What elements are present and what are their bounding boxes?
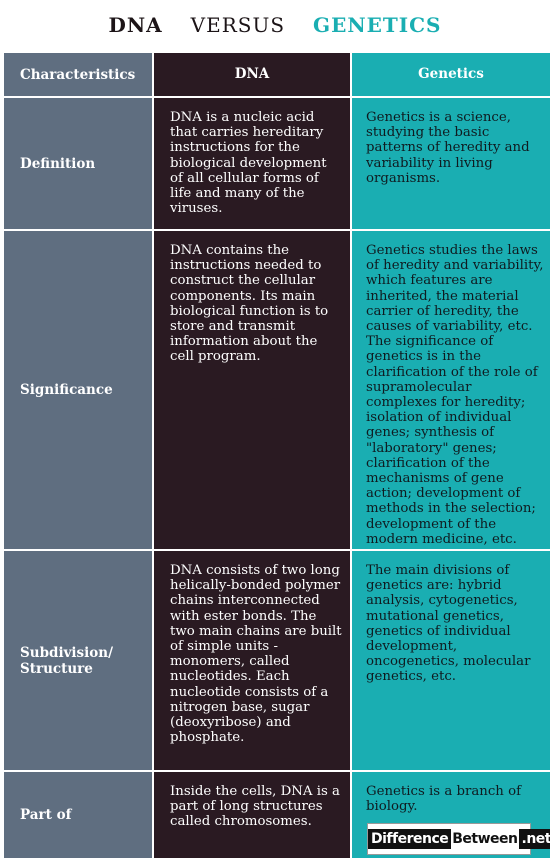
title-dna: DNA (108, 13, 163, 37)
genetics-cell: The main divisions of genetics are: hybr… (352, 551, 550, 772)
dna-cell: DNA consists of two long helically-bonde… (154, 551, 352, 772)
row-label: Significance (4, 231, 154, 551)
header-genetics: Genetics (352, 53, 550, 98)
table-row-definition: Definition DNA is a nucleic acid that ca… (4, 98, 550, 231)
logo-part-net: .net (518, 829, 550, 849)
dna-cell: DNA is a nucleic acid that carries hered… (154, 98, 352, 231)
genetics-cell: Genetics studies the laws of heredity an… (352, 231, 550, 551)
page-title: DNA VERSUS GENETICS (0, 0, 550, 50)
row-label: Subdivision/ Structure (4, 551, 154, 772)
dna-cell: Inside the cells, DNA is a part of long … (154, 772, 352, 860)
table-header-row: Characteristics DNA Genetics (4, 53, 550, 98)
row-label: Part of (4, 772, 154, 860)
comparison-table: Characteristics DNA Genetics Definition … (4, 53, 550, 860)
table-row-structure: Subdivision/ Structure DNA consists of t… (4, 551, 550, 772)
title-versus: VERSUS (190, 13, 286, 37)
row-label: Definition (4, 98, 154, 231)
header-dna: DNA (154, 53, 352, 98)
title-genetics: GENETICS (313, 13, 442, 37)
genetics-cell: Genetics is a science, studying the basi… (352, 98, 550, 231)
table-row-significance: Significance DNA contains the instructio… (4, 231, 550, 551)
dna-cell: DNA contains the instructions needed to … (154, 231, 352, 551)
logo-part-between: Between (452, 831, 518, 847)
header-characteristics: Characteristics (4, 53, 154, 98)
logo-part-difference: Difference (368, 829, 452, 849)
